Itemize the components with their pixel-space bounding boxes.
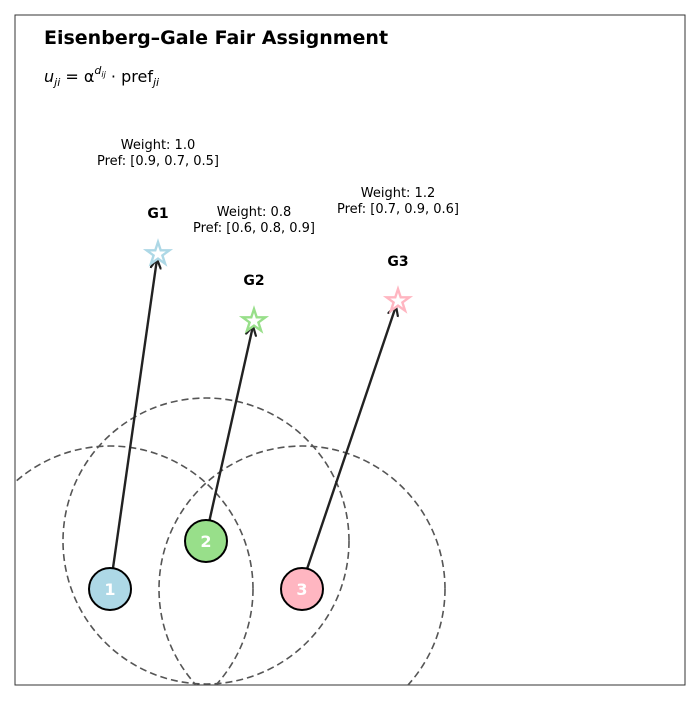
good-g2-label: G2 — [243, 273, 264, 289]
good-g3-star-icon — [382, 285, 414, 314]
agent-3-node — [280, 567, 324, 611]
plot-frame — [14, 14, 686, 686]
agent-2-label: 2 — [200, 532, 211, 551]
agents: 1 2 3 — [88, 519, 324, 611]
good-g1-pref: Pref: [0.9, 0.7, 0.5] — [97, 154, 219, 169]
formula-u-sub: ji — [52, 76, 60, 89]
assignment-arrow-3-g3 — [303, 306, 396, 576]
agent-1-label: 1 — [104, 580, 115, 599]
good-g2-star-icon — [238, 305, 270, 334]
assignment-arrows — [110, 259, 396, 576]
good-g3-label: G3 — [387, 254, 408, 270]
good-g1: G1 Weight: 1.0 Pref: [0.9, 0.7, 0.5] — [97, 138, 219, 267]
good-g3-pref: Pref: [0.7, 0.9, 0.6] — [337, 202, 459, 217]
agent-3-label: 3 — [296, 580, 307, 599]
good-g1-label: G1 — [147, 206, 168, 222]
good-g2-pref: Pref: [0.6, 0.8, 0.9] — [193, 221, 315, 236]
formula-u: u — [44, 67, 54, 86]
good-g3-weight: Weight: 1.2 — [361, 186, 435, 201]
formula-eq: = α — [60, 67, 94, 86]
formula-pref-sub: ji — [151, 76, 159, 89]
radius-circle-agent-3 — [158, 445, 446, 685]
good-g3: G3 Weight: 1.2 Pref: [0.7, 0.9, 0.6] — [337, 186, 459, 314]
good-g1-star-icon — [142, 238, 174, 267]
utility-formula: uji = αdij · prefji — [44, 64, 159, 89]
agent-2: 2 — [184, 519, 228, 563]
radius-circle-agent-2 — [62, 397, 350, 685]
agent-3: 3 — [280, 567, 324, 611]
assignment-arrow-2-g2 — [206, 326, 253, 528]
good-g2-weight: Weight: 0.8 — [217, 205, 291, 220]
diagram-title: Eisenberg–Gale Fair Assignment — [44, 27, 388, 49]
agent-2-node — [184, 519, 228, 563]
formula-exp-sub: ij — [101, 70, 106, 79]
formula-dot-pref: · pref — [106, 67, 153, 86]
goods: G1 Weight: 1.0 Pref: [0.9, 0.7, 0.5] G2 … — [97, 138, 459, 334]
formula-exp-d: d — [94, 64, 102, 77]
good-g2: G2 Weight: 0.8 Pref: [0.6, 0.8, 0.9] — [193, 205, 315, 334]
radius-circles — [15, 397, 446, 685]
agent-1-node — [88, 567, 132, 611]
assignment-arrow-1-g1 — [110, 259, 157, 576]
agent-1: 1 — [88, 567, 132, 611]
good-g1-weight: Weight: 1.0 — [121, 138, 195, 153]
radius-circle-agent-1 — [15, 445, 254, 685]
